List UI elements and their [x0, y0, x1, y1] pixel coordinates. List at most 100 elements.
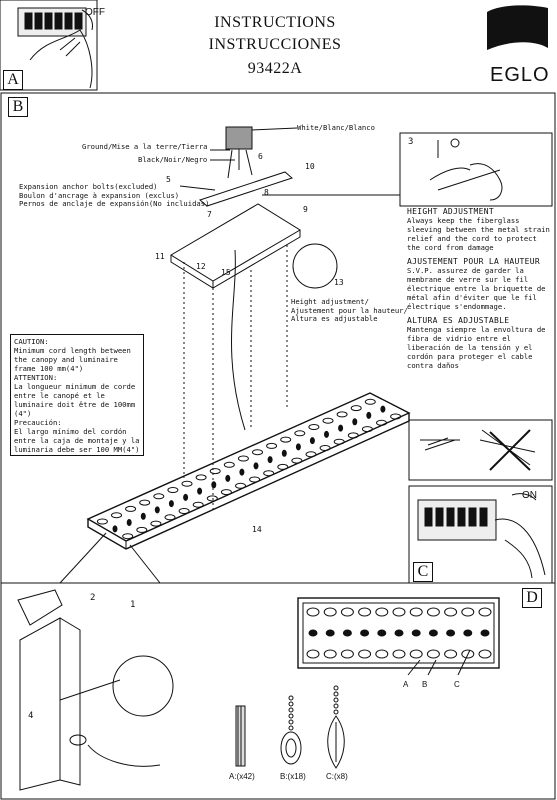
top-view-slot: [463, 629, 473, 637]
black-wire-label: Black/Noir/Negro: [138, 155, 208, 164]
frame-slot: [139, 499, 151, 506]
clip-installation-detail: [17, 589, 174, 791]
frame-slot: [263, 470, 275, 477]
title-line-1: INSTRUCTIONS: [214, 14, 336, 31]
on-label: ON: [522, 490, 537, 501]
white-wire-label: White/Blanc/Blanco: [297, 123, 375, 132]
part-label-c: C: [454, 680, 460, 689]
top-view-slot: [358, 649, 372, 659]
frame-slot: [111, 512, 122, 519]
frame-slot: [168, 500, 174, 508]
step-1-callout: 1: [130, 600, 136, 610]
frame-slot: [154, 506, 160, 514]
frame-slot: [338, 424, 344, 432]
height-adjustment-title-en: HEIGHT ADJUSTMENT: [407, 207, 494, 216]
top-view-slot: [411, 629, 421, 637]
luminaire-frame: [86, 392, 411, 550]
frame-slot: [178, 508, 190, 514]
step-8-callout: 8: [264, 188, 269, 197]
frame-slot: [305, 451, 317, 458]
top-view-slot: [392, 607, 406, 617]
height-adjustment-block: HEIGHT ADJUSTMENT Always keep the fiberg…: [407, 207, 553, 370]
height-detail-illustration: [429, 138, 503, 201]
ground-wire-label: Ground/Mise a la terre/Tierra: [82, 142, 208, 151]
step-6-callout: 6: [258, 152, 263, 161]
top-view-slot: [358, 607, 372, 617]
frame-slot: [220, 489, 232, 496]
top-view-slot: [308, 629, 318, 637]
frame-slot: [112, 525, 118, 533]
quantity-part-c: C:(x8): [326, 772, 348, 781]
frame-slot: [195, 474, 207, 481]
title-line-2: INSTRUCCIONES: [208, 36, 342, 53]
step-7-callout: 7: [207, 210, 212, 219]
frame-slot: [350, 405, 362, 412]
frame-slot: [376, 419, 387, 426]
height-adjustment-text-es: Mantenga siempre la envoltura de fibra d…: [407, 325, 546, 370]
section-a-frame: [0, 0, 98, 91]
height-adjustment-text-en: Always keep the fiberglass sleeving betw…: [407, 216, 550, 252]
caution-title-fr: ATTENTION:: [14, 373, 58, 382]
frame-slot: [319, 445, 331, 451]
top-view-slot: [426, 649, 440, 659]
frame-slot: [181, 480, 193, 487]
top-view-slot: [323, 649, 337, 659]
top-view-slot: [478, 607, 492, 617]
model-number: 93422A: [247, 60, 303, 77]
frame-slot: [280, 436, 292, 443]
frame-slot: [253, 462, 259, 470]
frame-slot: [192, 501, 204, 508]
section-a-label: A: [3, 70, 23, 90]
top-view-slot: [480, 629, 490, 637]
crystal-part-b: [280, 695, 302, 765]
connector-detail-frame: [408, 419, 553, 481]
frame-slot: [125, 505, 137, 512]
suspension-cables: [183, 245, 288, 510]
top-view-slot: [392, 649, 406, 659]
caution-title-en: CAUTION:: [14, 337, 49, 346]
step-5-callout: 5: [166, 175, 171, 184]
top-view-slot: [444, 607, 458, 617]
top-view-slot: [461, 649, 475, 659]
breaker-panel-off-illustration: [17, 7, 93, 89]
top-view-slot: [409, 649, 423, 659]
connector-illustration: [420, 429, 536, 471]
step-15-callout: 15: [221, 268, 231, 277]
power-cord: [231, 249, 246, 431]
section-c-label: C: [413, 562, 433, 582]
quantity-part-b: B:(x18): [280, 772, 306, 781]
height-callout-fr: Ajustement pour la hauteur/: [291, 305, 408, 315]
frame-slot: [390, 413, 402, 420]
top-view-slot: [342, 629, 352, 637]
top-view-slot: [340, 607, 354, 617]
frame-slot: [223, 461, 235, 468]
height-adjustment-title-fr: AJUSTEMENT POUR LA HAUTEUR: [407, 257, 541, 266]
top-view-slot: [428, 629, 438, 637]
frame-slot: [364, 398, 376, 405]
frame-slot: [308, 424, 320, 430]
frame-slot: [183, 493, 189, 501]
grip-detail-circle: [292, 243, 338, 289]
frame-slot: [333, 438, 345, 445]
frame-slot: [347, 432, 359, 439]
frame-slot: [206, 495, 218, 502]
frame-slot: [361, 426, 373, 433]
crystal-part-a: [235, 705, 246, 767]
top-view-slot: [325, 629, 335, 637]
top-view-slot: [340, 649, 354, 659]
frame-slot: [309, 437, 315, 445]
quantity-part-a: A:(x42): [229, 772, 255, 781]
anchor-note-es: Pernos de anclaje de expansión(No inclui…: [19, 199, 210, 209]
brand-logo-text: EGLO: [490, 64, 550, 86]
caution-text-fr: La longueur minimum de corde entre le ca…: [14, 382, 136, 418]
section-b-label: B: [8, 97, 28, 117]
anchor-note-en: Expansion anchor bolts(excluded): [19, 182, 158, 191]
crystal-part-c: [327, 685, 345, 769]
top-view-slot: [478, 649, 492, 659]
height-adjustment-text-fr: S.V.P. assurez de garder la membrane de …: [407, 266, 546, 311]
top-view-slot: [409, 607, 423, 617]
frame-slot: [294, 430, 306, 437]
frame-slot: [136, 526, 148, 533]
